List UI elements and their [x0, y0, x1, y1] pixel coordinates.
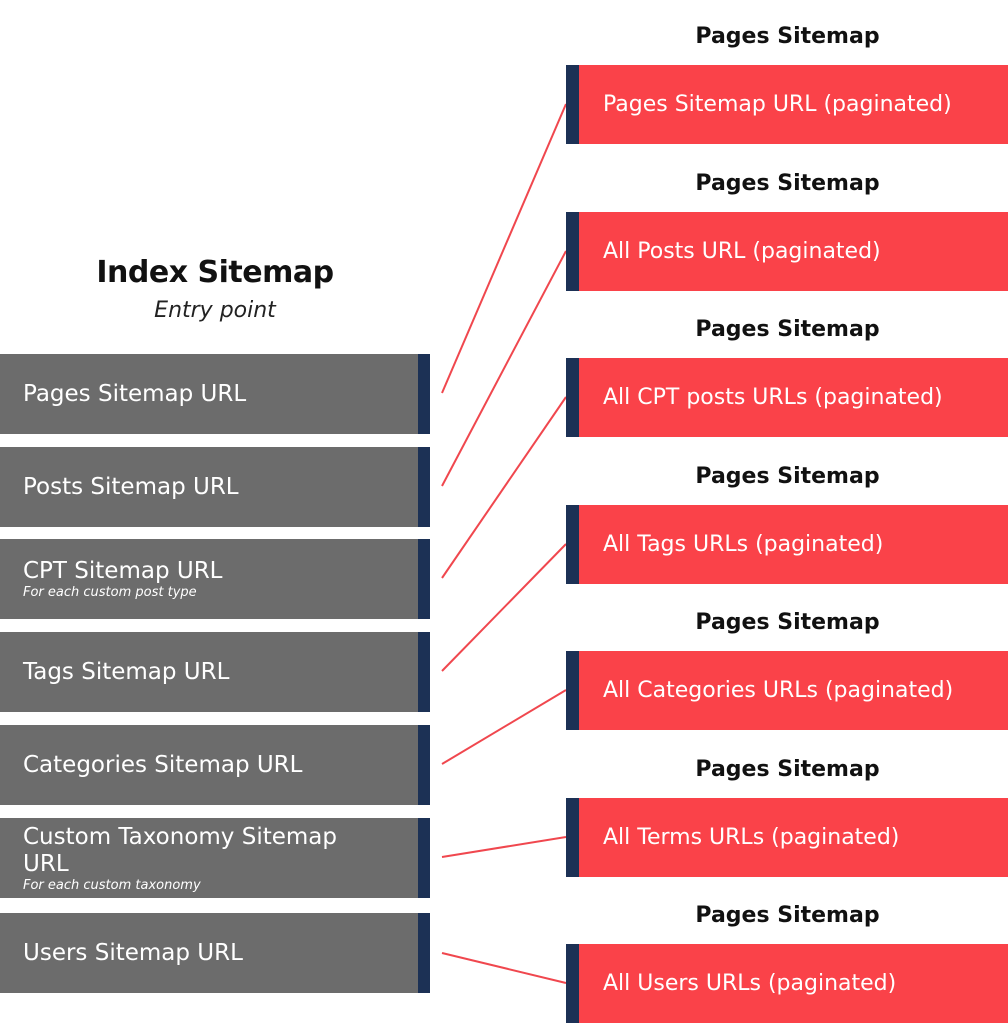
sitemap-box-label: All Posts URL (paginated)	[603, 239, 881, 264]
index-sitemap-subtitle: Entry point	[154, 298, 276, 323]
index-item-custom-taxonomy[interactable]: Custom Taxonomy Sitemap URL For each cus…	[0, 818, 430, 898]
index-item-label: Categories Sitemap URL	[23, 751, 303, 778]
sitemap-box-label: All Tags URLs (paginated)	[603, 532, 884, 557]
connector-line-categories	[441, 689, 567, 765]
index-item-note: For each custom taxonomy	[23, 877, 201, 893]
sitemap-header: Pages Sitemap	[695, 757, 880, 782]
sitemap-box-terms[interactable]: All Terms URLs (paginated)	[566, 798, 1008, 877]
sitemap-box-posts[interactable]: All Posts URL (paginated)	[566, 212, 1008, 291]
sitemap-header: Pages Sitemap	[695, 171, 880, 196]
sitemap-box-label: All Users URLs (paginated)	[603, 971, 897, 996]
sitemap-box-users[interactable]: All Users URLs (paginated)	[566, 944, 1008, 1023]
index-item-pages[interactable]: Pages Sitemap URL	[0, 354, 430, 434]
index-item-users[interactable]: Users Sitemap URL	[0, 913, 430, 993]
index-item-categories[interactable]: Categories Sitemap URL	[0, 725, 430, 805]
index-item-label: Users Sitemap URL	[23, 939, 243, 966]
sitemap-header: Pages Sitemap	[695, 317, 880, 342]
index-item-label: Tags Sitemap URL	[23, 658, 230, 685]
index-item-tags[interactable]: Tags Sitemap URL	[0, 632, 430, 712]
index-item-label: Posts Sitemap URL	[23, 473, 239, 500]
connector-line-cpt	[441, 396, 567, 579]
connector-line-pages	[441, 103, 567, 394]
sitemap-box-label: Pages Sitemap URL (paginated)	[603, 92, 952, 117]
sitemap-box-label: All Terms URLs (paginated)	[603, 825, 900, 850]
sitemap-box-label: All Categories URLs (paginated)	[603, 678, 954, 703]
connector-line-users	[441, 952, 567, 984]
connector-line-custom-taxonomy	[441, 836, 567, 858]
sitemap-header: Pages Sitemap	[695, 903, 880, 928]
sitemap-box-label: All CPT posts URLs (paginated)	[603, 385, 943, 410]
connector-line-posts	[441, 250, 567, 487]
index-item-label: Pages Sitemap URL	[23, 380, 247, 407]
index-item-note: For each custom post type	[23, 585, 197, 600]
index-sitemap-title: Index Sitemap	[96, 255, 334, 290]
sitemap-header: Pages Sitemap	[695, 464, 880, 489]
sitemap-header: Pages Sitemap	[695, 610, 880, 635]
sitemap-box-cpt[interactable]: All CPT posts URLs (paginated)	[566, 358, 1008, 437]
sitemap-box-categories[interactable]: All Categories URLs (paginated)	[566, 651, 1008, 730]
sitemap-box-tags[interactable]: All Tags URLs (paginated)	[566, 505, 1008, 584]
index-item-label: CPT Sitemap URL	[23, 558, 223, 584]
index-item-posts[interactable]: Posts Sitemap URL	[0, 447, 430, 527]
sitemap-header: Pages Sitemap	[695, 24, 880, 49]
index-item-label: Custom Taxonomy Sitemap URL	[23, 823, 337, 877]
sitemap-box-pages[interactable]: Pages Sitemap URL (paginated)	[566, 65, 1008, 144]
connector-line-tags	[441, 543, 567, 672]
index-item-cpt[interactable]: CPT Sitemap URL For each custom post typ…	[0, 539, 430, 619]
